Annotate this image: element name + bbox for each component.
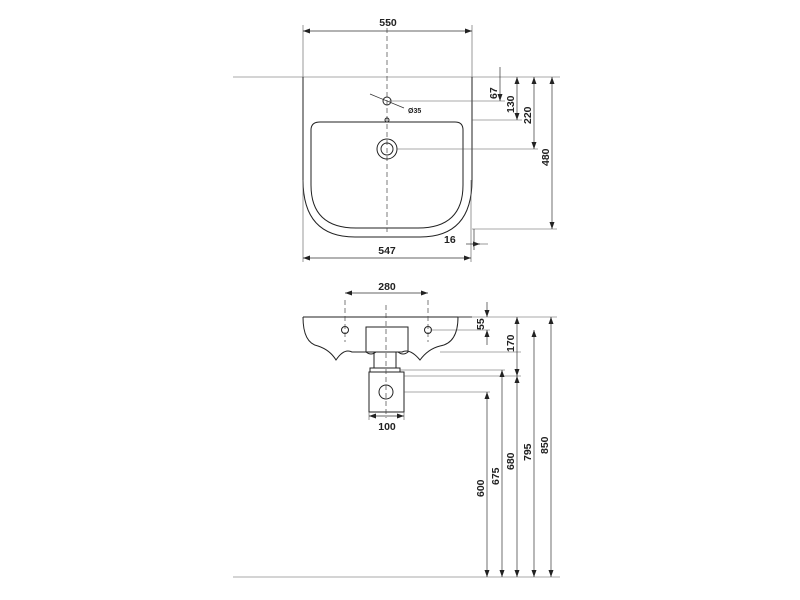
basin-outer-outline — [302, 77, 473, 238]
overflow-hole — [384, 117, 390, 123]
dim-overall-depth-label: 480 — [540, 148, 552, 166]
dim-back-gap-label: 16 — [444, 234, 456, 246]
dim-rim-top-height-label: 850 — [539, 436, 551, 454]
dim-fixing-centers-label: 280 — [378, 281, 396, 293]
dim-overall-width-label: 550 — [379, 17, 397, 29]
waste-outlet-box — [368, 371, 405, 413]
trap-cover — [365, 326, 409, 355]
trap-collar — [369, 367, 401, 373]
basin-inner-bowl — [310, 121, 464, 229]
basin-elevation-outline — [302, 316, 459, 361]
top-view: Ø35 550 547 67 130 220 480 1 — [233, 17, 560, 262]
dim-outlet-height-label: 675 — [490, 467, 502, 485]
dim-bowl-width-label: 547 — [378, 245, 396, 257]
dim-fixing-height-label: 795 — [522, 443, 534, 461]
dim-overflow-offset-label: 130 — [505, 95, 517, 113]
dim-tap-hole-offset-label: 67 — [488, 87, 500, 99]
dim-rim-depth-label: 220 — [522, 106, 534, 124]
dim-trap-width-label: 100 — [378, 421, 396, 433]
dim-rim-height-label: 55 — [475, 318, 487, 330]
tap-hole-diameter-leader — [369, 93, 405, 109]
dim-waste-height-label: 600 — [475, 479, 487, 497]
tap-hole-diameter-label: Ø35 — [408, 108, 421, 115]
side-view: 280 100 55 170 600 675 680 795 — [233, 281, 560, 578]
drain-inner-ring — [380, 142, 394, 156]
trap-body — [373, 351, 397, 369]
dim-trap-height-label: 680 — [505, 452, 517, 470]
dim-bowl-height-label: 170 — [505, 334, 517, 352]
